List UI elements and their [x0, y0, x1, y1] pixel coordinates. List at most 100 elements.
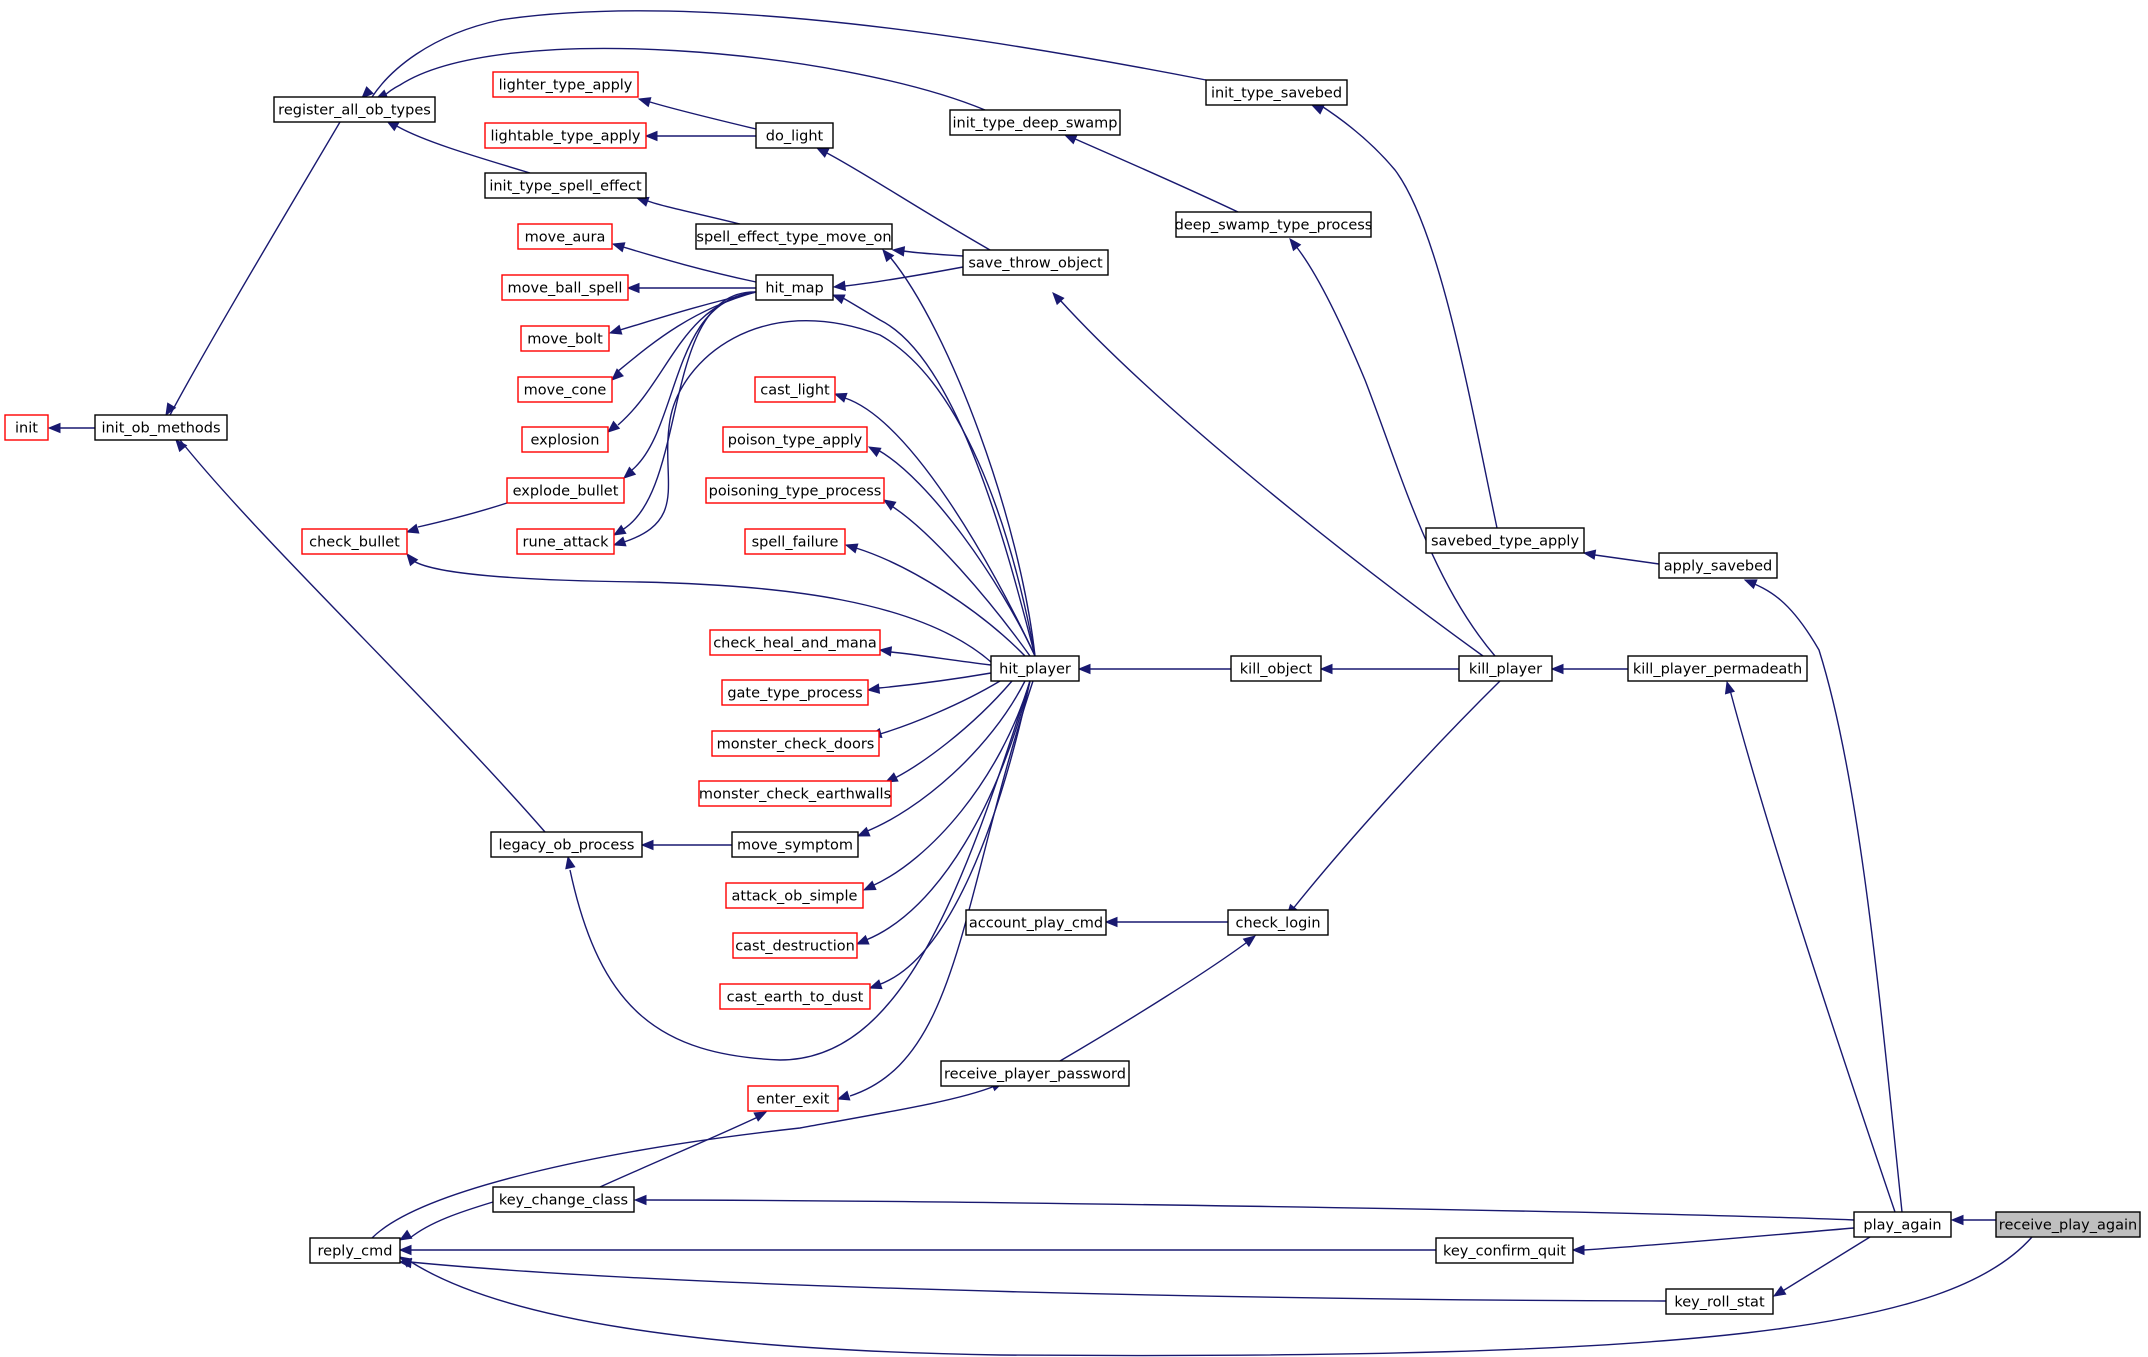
- node-box[interactable]: [949, 109, 1121, 136]
- node-check_login[interactable]: check_login: [1227, 909, 1329, 936]
- node-key_change_class[interactable]: key_change_class: [492, 1186, 635, 1213]
- node-box[interactable]: [490, 831, 643, 858]
- node-cast_light[interactable]: cast_light: [754, 376, 836, 403]
- node-monster_check_doors[interactable]: monster_check_doors: [711, 730, 880, 757]
- node-kill_player[interactable]: kill_player: [1458, 655, 1553, 682]
- node-box[interactable]: [705, 477, 885, 504]
- node-box[interactable]: [709, 629, 881, 656]
- node-save_throw_object[interactable]: save_throw_object: [962, 249, 1109, 276]
- node-box[interactable]: [484, 122, 647, 149]
- node-move_symptom[interactable]: move_symptom: [731, 831, 859, 858]
- node-box[interactable]: [698, 780, 892, 807]
- node-box[interactable]: [755, 122, 834, 149]
- node-init_type_spell_effect[interactable]: init_type_spell_effect: [484, 172, 647, 199]
- node-init_ob_methods[interactable]: init_ob_methods: [94, 414, 228, 441]
- node-account_play_cmd[interactable]: account_play_cmd: [965, 909, 1107, 936]
- node-box[interactable]: [725, 882, 864, 909]
- node-move_ball_spell[interactable]: move_ball_spell: [501, 274, 629, 301]
- node-box[interactable]: [309, 1237, 401, 1264]
- node-register_all_ob_types[interactable]: register_all_ob_types: [273, 96, 436, 123]
- node-box[interactable]: [517, 223, 613, 250]
- node-key_roll_stat[interactable]: key_roll_stat: [1665, 1288, 1774, 1315]
- node-box[interactable]: [1853, 1211, 1952, 1238]
- node-box[interactable]: [731, 831, 859, 858]
- node-legacy_ob_process[interactable]: legacy_ob_process: [490, 831, 643, 858]
- node-box[interactable]: [4, 414, 49, 441]
- node-box[interactable]: [732, 932, 858, 959]
- node-box[interactable]: [747, 1085, 839, 1112]
- node-init_type_deep_swamp[interactable]: init_type_deep_swamp: [949, 109, 1121, 136]
- node-box[interactable]: [521, 426, 609, 453]
- node-gate_type_process[interactable]: gate_type_process: [721, 679, 869, 706]
- node-enter_exit[interactable]: enter_exit: [747, 1085, 839, 1112]
- node-box[interactable]: [719, 983, 871, 1010]
- node-box[interactable]: [492, 71, 639, 98]
- node-explode_bullet[interactable]: explode_bullet: [506, 477, 625, 504]
- node-box[interactable]: [520, 325, 610, 352]
- node-box[interactable]: [1230, 655, 1322, 682]
- node-box[interactable]: [1458, 655, 1553, 682]
- node-receive_player_password[interactable]: receive_player_password: [940, 1060, 1130, 1087]
- node-box[interactable]: [695, 223, 893, 250]
- node-box[interactable]: [965, 909, 1107, 936]
- node-kill_player_permadeath[interactable]: kill_player_permadeath: [1627, 655, 1808, 682]
- node-deep_swamp_type_process[interactable]: deep_swamp_type_process: [1175, 211, 1373, 238]
- node-poison_type_apply[interactable]: poison_type_apply: [722, 426, 868, 453]
- node-box[interactable]: [1227, 909, 1329, 936]
- node-lightable_type_apply[interactable]: lightable_type_apply: [484, 122, 647, 149]
- node-cast_destruction[interactable]: cast_destruction: [732, 932, 858, 959]
- node-box[interactable]: [1995, 1211, 2141, 1238]
- node-box[interactable]: [273, 96, 436, 123]
- node-hit_player[interactable]: hit_player: [990, 655, 1080, 682]
- node-box[interactable]: [1665, 1288, 1774, 1315]
- node-move_bolt[interactable]: move_bolt: [520, 325, 610, 352]
- node-box[interactable]: [506, 477, 625, 504]
- node-apply_savebed[interactable]: apply_savebed: [1658, 552, 1778, 579]
- node-rune_attack[interactable]: rune_attack: [516, 528, 615, 555]
- node-box[interactable]: [484, 172, 647, 199]
- node-play_again[interactable]: play_again: [1853, 1211, 1952, 1238]
- node-box[interactable]: [722, 426, 868, 453]
- node-box[interactable]: [94, 414, 228, 441]
- node-check_heal_and_mana[interactable]: check_heal_and_mana: [709, 629, 881, 656]
- node-init_type_savebed[interactable]: init_type_savebed: [1205, 79, 1348, 106]
- node-move_cone[interactable]: move_cone: [517, 376, 613, 403]
- node-box[interactable]: [940, 1060, 1130, 1087]
- node-spell_failure[interactable]: spell_failure: [744, 528, 846, 555]
- node-box[interactable]: [301, 528, 408, 555]
- node-box[interactable]: [1658, 552, 1778, 579]
- node-box[interactable]: [1435, 1237, 1574, 1264]
- node-box[interactable]: [1175, 211, 1372, 238]
- node-check_bullet[interactable]: check_bullet: [301, 528, 408, 555]
- node-box[interactable]: [990, 655, 1080, 682]
- node-do_light[interactable]: do_light: [755, 122, 834, 149]
- node-box[interactable]: [721, 679, 869, 706]
- node-explosion[interactable]: explosion: [521, 426, 609, 453]
- node-monster_check_earthwalls[interactable]: monster_check_earthwalls: [698, 780, 892, 807]
- node-box[interactable]: [744, 528, 846, 555]
- node-box[interactable]: [711, 730, 880, 757]
- node-box[interactable]: [962, 249, 1109, 276]
- node-reply_cmd[interactable]: reply_cmd: [309, 1237, 401, 1264]
- node-move_aura[interactable]: move_aura: [517, 223, 613, 250]
- node-hit_map[interactable]: hit_map: [755, 274, 834, 301]
- node-savebed_type_apply[interactable]: savebed_type_apply: [1425, 527, 1585, 554]
- node-kill_object[interactable]: kill_object: [1230, 655, 1322, 682]
- node-key_confirm_quit[interactable]: key_confirm_quit: [1435, 1237, 1574, 1264]
- node-box[interactable]: [492, 1186, 635, 1213]
- node-box[interactable]: [516, 528, 615, 555]
- node-init[interactable]: init: [4, 414, 49, 441]
- node-box[interactable]: [501, 274, 629, 301]
- node-box[interactable]: [1425, 527, 1585, 554]
- node-receive_play_again[interactable]: receive_play_again: [1995, 1211, 2141, 1238]
- node-box[interactable]: [517, 376, 613, 403]
- node-cast_earth_to_dust[interactable]: cast_earth_to_dust: [719, 983, 871, 1010]
- node-poisoning_type_process[interactable]: poisoning_type_process: [705, 477, 885, 504]
- node-box[interactable]: [1627, 655, 1808, 682]
- node-box[interactable]: [754, 376, 836, 403]
- node-lighter_type_apply[interactable]: lighter_type_apply: [492, 71, 639, 98]
- node-box[interactable]: [1205, 79, 1348, 106]
- node-box[interactable]: [755, 274, 834, 301]
- node-spell_effect_type_move_on[interactable]: spell_effect_type_move_on: [695, 223, 893, 250]
- node-attack_ob_simple[interactable]: attack_ob_simple: [725, 882, 864, 909]
